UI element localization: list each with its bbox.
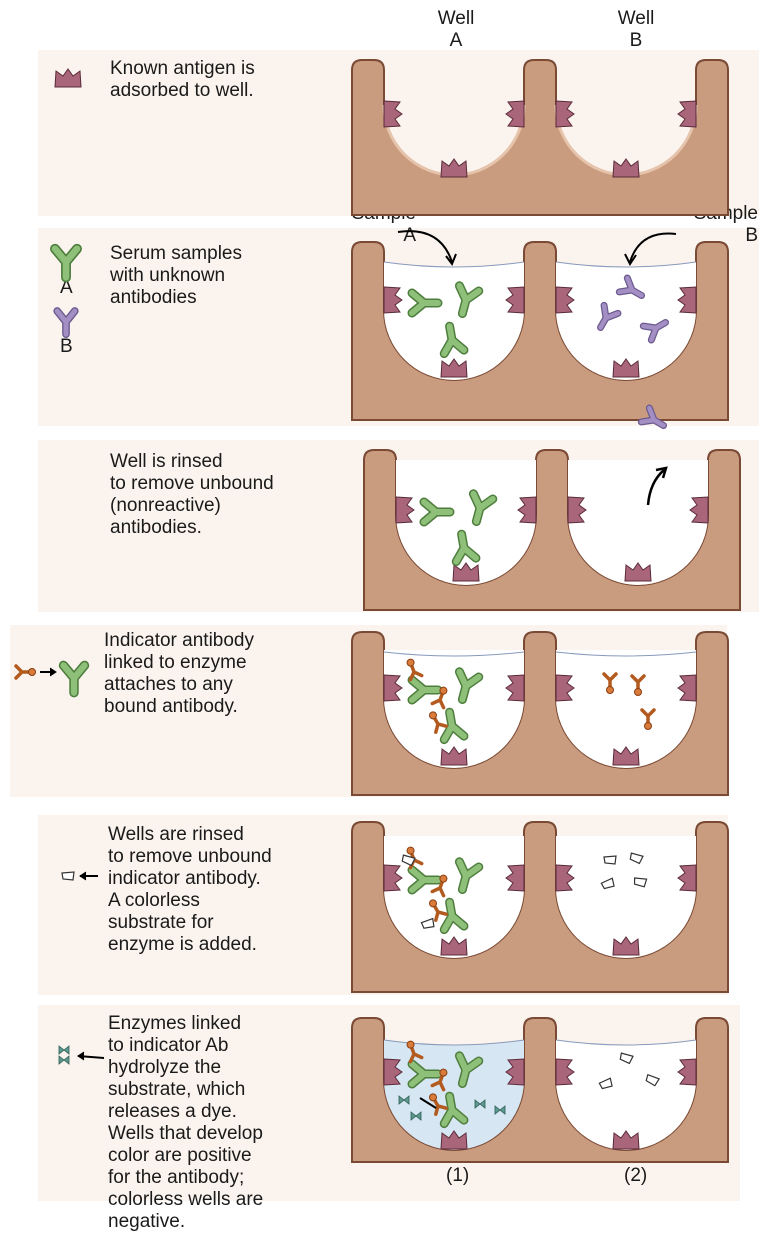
step-2-wells xyxy=(352,231,728,420)
step-6-wells xyxy=(352,1018,728,1162)
legend-indicator-icon xyxy=(16,665,85,692)
legend-antibody-a-icon xyxy=(55,249,77,278)
legend-substrate-icon xyxy=(62,872,98,880)
legend-dye-icon xyxy=(59,1046,104,1064)
step-4-wells xyxy=(352,632,728,795)
legend-antigen-icon xyxy=(55,69,81,87)
step-5-wells xyxy=(352,822,728,992)
step-1-wells xyxy=(352,60,728,215)
legend-antibody-b-icon xyxy=(57,311,75,334)
step-3-wells xyxy=(364,408,740,610)
